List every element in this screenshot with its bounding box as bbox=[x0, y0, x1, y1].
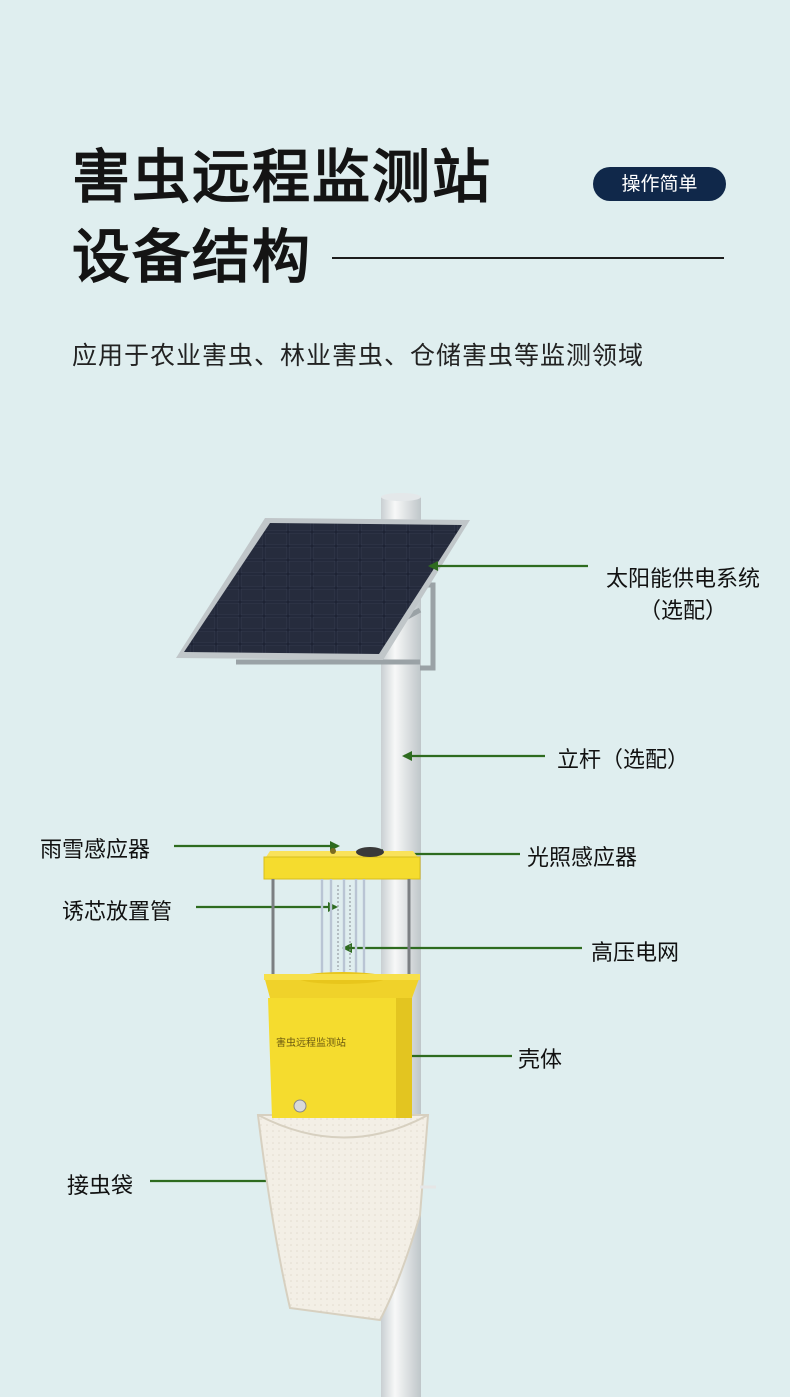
label-solar: 太阳能供电系统 （选配） bbox=[592, 561, 774, 625]
subtitle: 应用于农业害虫、林业害虫、仓储害虫等监测领域 bbox=[72, 341, 645, 370]
feature-badge: 操作简单 bbox=[593, 167, 726, 201]
label-pole: 立杆（选配） bbox=[557, 748, 690, 773]
title-line-2: 设备结构 bbox=[72, 223, 313, 291]
device-shell: 害虫远程监测站 bbox=[264, 972, 420, 1118]
insect-bag bbox=[256, 1114, 430, 1322]
label-solar-text: 太阳能供电系统 bbox=[605, 567, 760, 592]
label-solar-note: （选配） bbox=[638, 599, 727, 624]
label-rain-sensor: 雨雪感应器 bbox=[40, 838, 151, 863]
label-lure-tube: 诱芯放置管 bbox=[62, 900, 173, 925]
title-line-1: 害虫远程监测站 bbox=[72, 143, 493, 211]
label-shell: 壳体 bbox=[518, 1048, 563, 1073]
solar-panel bbox=[176, 518, 470, 660]
label-light-sensor: 光照感应器 bbox=[527, 846, 638, 871]
label-bag: 接虫袋 bbox=[67, 1174, 134, 1199]
title-divider bbox=[332, 257, 724, 259]
shell-engraving: 害虫远程监测站 bbox=[276, 1036, 346, 1049]
electric-grid bbox=[271, 879, 411, 978]
label-grid: 高压电网 bbox=[591, 941, 680, 966]
device-top-cover bbox=[263, 847, 421, 880]
